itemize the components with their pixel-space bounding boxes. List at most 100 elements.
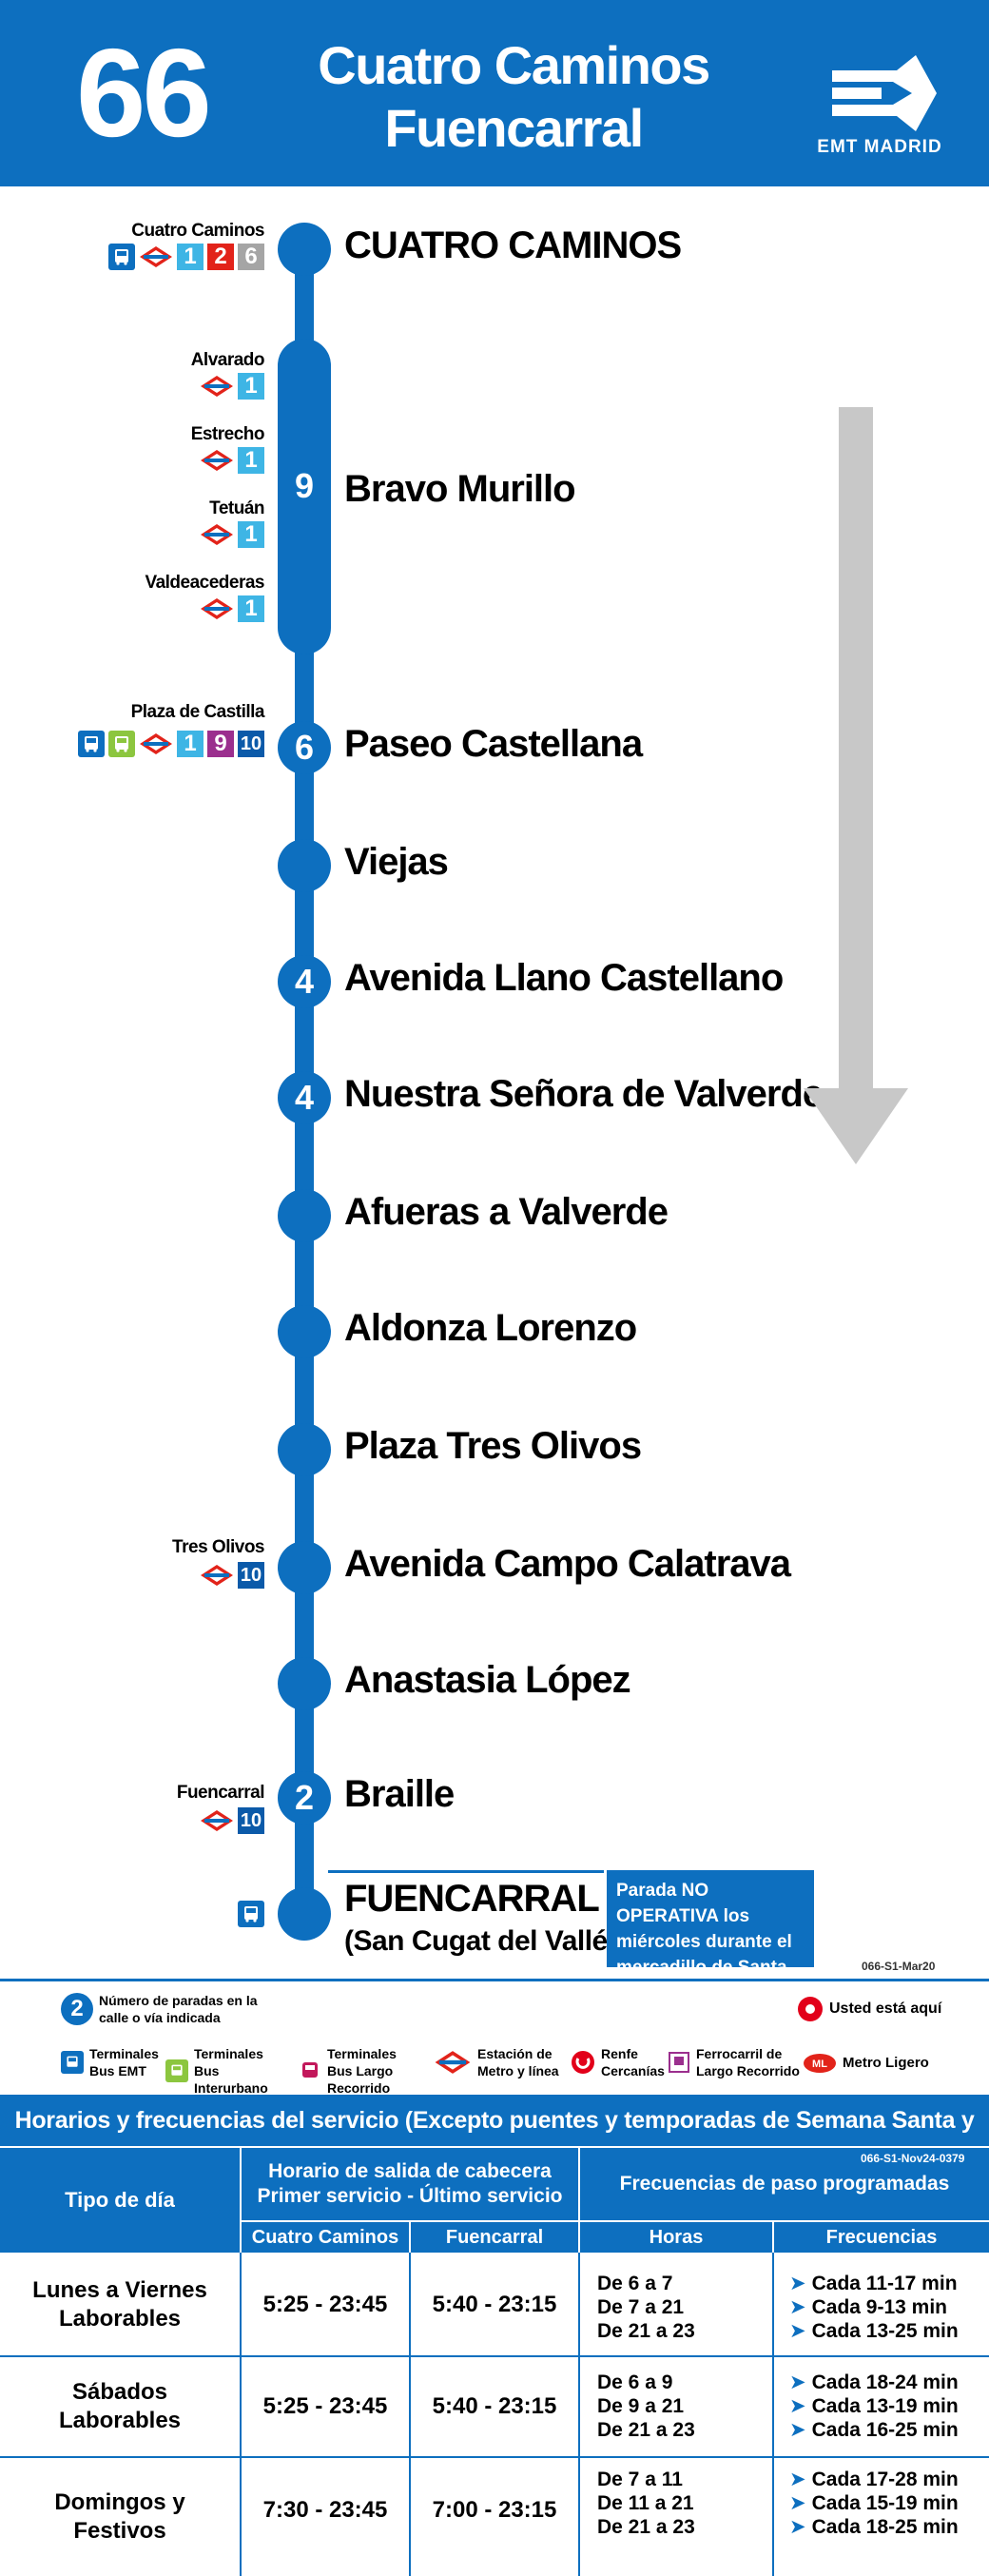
hour-range: De 21 a 23 [597, 2320, 695, 2342]
col-destination: Fuencarral [411, 2222, 578, 2253]
stop-name-paseo-castellana: Paseo Castellana [344, 723, 643, 765]
metro-line-badge: 9 [207, 731, 234, 757]
row-sunday-day: Domingos y Festivos [0, 2458, 240, 2576]
hour-range: De 6 a 9 [597, 2371, 673, 2393]
freq-value: Cada 13-25 min [811, 2320, 959, 2342]
stop-name-afueras-valverde: Afueras a Valverde [344, 1191, 669, 1233]
stop-marker-afueras-valverde[interactable] [278, 1189, 331, 1242]
legend-you-are-here-label: Usted está aquí [829, 2000, 942, 2017]
day-label: Domingos y [54, 2489, 185, 2515]
stop-name-valverde: Nuestra Señora de Valverde [344, 1073, 824, 1115]
direction-arrow-icon [804, 407, 908, 1164]
bus-interurban-icon [108, 731, 135, 757]
renfe-cercanias-icon [572, 2051, 594, 2074]
stop-name-cuatro-caminos: CUATRO CAMINOS [344, 224, 682, 266]
freq-value: Cada 11-17 min [811, 2273, 958, 2294]
stop-marker-plaza-tres-olivos[interactable] [278, 1423, 331, 1476]
legend-divider [0, 1979, 989, 1981]
arrow-icon: ➤ [789, 2296, 806, 2318]
metro-line-badge: 1 [238, 521, 264, 548]
day-label: Laborables [58, 2408, 182, 2433]
legend-long-rail: Ferrocarril de Largo Recorrido [668, 2045, 801, 2079]
metro-line-badge: 6 [238, 244, 264, 270]
row-sunday-destination: 7:00 - 23:15 [432, 2497, 557, 2523]
stop-marker-aldonza-lorenzo[interactable] [278, 1305, 331, 1358]
timetable-title: Horarios y frecuencias del servicio (Exc… [0, 2095, 989, 2185]
bus-emt-icon [61, 2051, 84, 2074]
row-saturday-hours: De 6 a 9 De 9 a 21 De 21 a 23 [597, 2371, 695, 2442]
connection-icons-valdeacederas: 1 [200, 595, 264, 622]
hour-range: De 21 a 23 [597, 2419, 695, 2441]
metro-ligero-icon: ML [804, 2054, 836, 2073]
freq-value: Cada 9-13 min [811, 2296, 947, 2318]
arrow-icon: ➤ [789, 2469, 806, 2490]
freq-value: Cada 15-19 min [811, 2492, 959, 2514]
bus-long-distance-icon [302, 2062, 318, 2078]
terminus-frame [328, 1870, 604, 1967]
hour-range: De 6 a 7 [597, 2273, 673, 2294]
metro-line-badge: 1 [238, 595, 264, 622]
timetable-code: 066-S1-Nov24-0379 [861, 2152, 965, 2165]
grid-line [772, 2253, 774, 2576]
day-label: Sábados [71, 2379, 168, 2405]
bus-emt-icon [108, 244, 135, 270]
connection-label-estrecho: Estrecho [190, 424, 265, 444]
arrow-icon: ➤ [789, 2273, 806, 2294]
metro-line-badge: 10 [238, 731, 264, 757]
connection-icons-fuencarral: 10 [200, 1807, 264, 1834]
stop-marker-valverde[interactable]: 4 [278, 1071, 331, 1124]
row-weekday-freqs: ➤Cada 11-17 min ➤Cada 9-13 min ➤Cada 13-… [789, 2272, 959, 2343]
legend-light-rail: ML Metro Ligero [803, 2053, 929, 2074]
stop-marker-anastasia-lopez[interactable] [278, 1657, 331, 1710]
stop-name-braille: Braille [344, 1773, 455, 1815]
legend-bus-emt: Terminales Bus EMT [61, 2045, 159, 2079]
bus-emt-icon [78, 731, 105, 757]
connection-label-tetuan: Tetuán [209, 498, 264, 518]
connection-icons-tres-olivos: 10 [200, 1562, 264, 1589]
stop-name-fuencarral: FUENCARRAL [344, 1878, 600, 1920]
metro-icon [201, 1810, 233, 1831]
freq-value: Cada 13-19 min [811, 2395, 959, 2417]
connection-label-fuencarral: Fuencarral [176, 1783, 265, 1803]
stop-marker-fuencarral[interactable] [278, 1887, 331, 1941]
stop-name-bravo-murillo: Bravo Murillo [344, 468, 576, 510]
arrow-icon: ➤ [789, 2419, 806, 2441]
legend-bus-emt-label: Terminales Bus EMT [89, 2046, 159, 2078]
stop-marker-viejas[interactable] [278, 839, 331, 892]
connection-icons-fuencarral-terminus [238, 1901, 264, 1927]
freq-value: Cada 18-24 min [811, 2371, 959, 2393]
metro-line-badge: 10 [238, 1562, 264, 1589]
col-first-last: Horario de salida de cabecera Primer ser… [242, 2148, 578, 2220]
metro-line-badge: 2 [207, 244, 234, 270]
col-origin: Cuatro Caminos [242, 2222, 409, 2253]
connection-label-cuatro-caminos: Cuatro Caminos [131, 221, 264, 241]
connection-label-alvarado: Alvarado [190, 350, 265, 370]
grid-line [0, 2355, 989, 2357]
stop-marker-cuatro-caminos[interactable] [278, 223, 331, 276]
metro-icon [201, 450, 233, 471]
row-sunday-origin: 7:30 - 23:45 [262, 2497, 388, 2523]
connection-label-valdeacederas: Valdeacederas [145, 573, 264, 593]
route-number: 66 [76, 23, 212, 163]
stop-name-llano-castellano: Avenida Llano Castellano [344, 957, 784, 999]
long-distance-rail-icon [669, 2052, 689, 2073]
bus-emt-icon [238, 1901, 264, 1927]
arrow-icon: ➤ [789, 2492, 806, 2514]
legend-bus-long-distance-label: Terminales Bus Largo Recorrido [327, 2046, 397, 2096]
stop-marker-paseo-castellana[interactable]: 6 [278, 721, 331, 774]
metro-line-badge: 1 [238, 373, 264, 400]
emt-logo-icon [832, 55, 937, 131]
stop-marker-llano-castellano[interactable]: 4 [278, 955, 331, 1008]
header-banner: 66 Cuatro Caminos Fuencarral EMT MADRID [0, 0, 989, 186]
connection-icons-estrecho: 1 [200, 447, 264, 474]
svg-text:ML: ML [812, 2059, 827, 2070]
row-weekday-day: Lunes a Viernes Laborables [0, 2254, 240, 2355]
stop-marker-braille[interactable]: 2 [278, 1771, 331, 1825]
legend-stop-count-label: Número de paradas en la calle o vía indi… [99, 1993, 258, 2025]
stop-marker-campo-calatrava[interactable] [278, 1541, 331, 1594]
route-origin: Cuatro Caminos [318, 35, 710, 95]
stop-name-viejas: Viejas [344, 841, 449, 883]
hour-range: De 21 a 23 [597, 2516, 695, 2538]
hour-range: De 9 a 21 [597, 2395, 685, 2417]
metro-icon [201, 524, 233, 545]
